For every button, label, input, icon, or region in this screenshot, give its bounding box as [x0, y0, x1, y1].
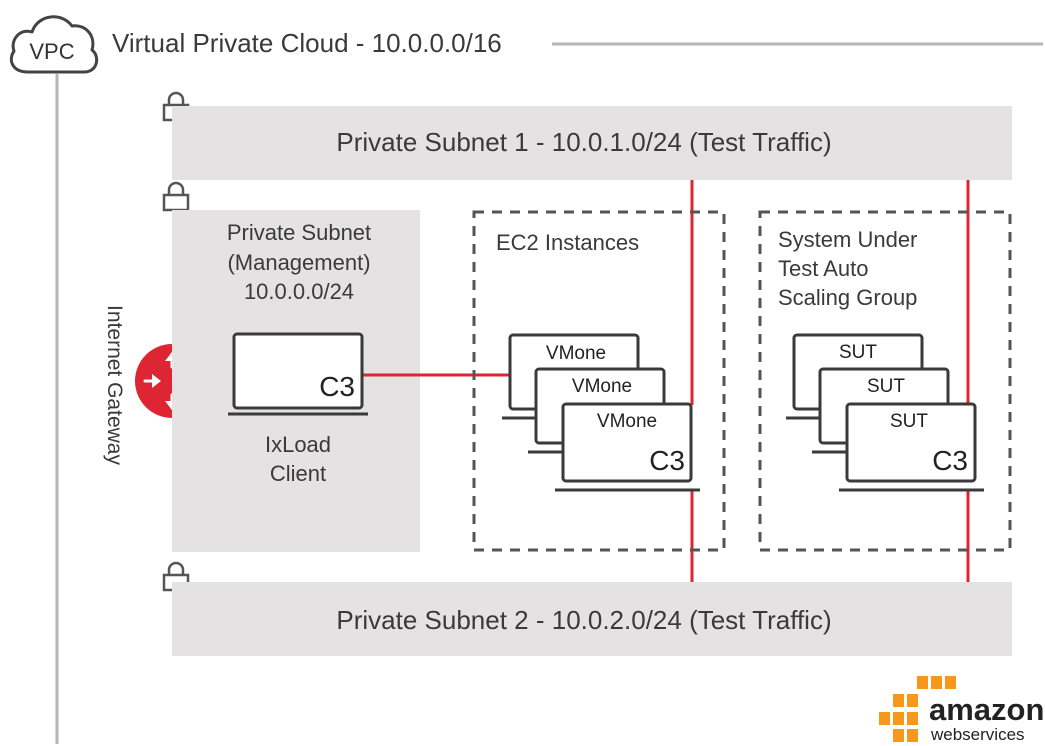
sut-group-title-line2: Test Auto	[778, 256, 869, 281]
lock-icon	[162, 181, 190, 212]
client-label-line1: IxLoad	[265, 432, 331, 457]
aws-logo-word: amazon	[929, 692, 1044, 727]
aws-logo: amazon webservices	[879, 676, 1044, 744]
vpc-badge-label: VPC	[29, 39, 74, 64]
laptop-icon: C3	[228, 332, 368, 416]
internet-gateway-label: Internet Gateway	[103, 305, 126, 465]
sut-auto-scaling-group	[758, 210, 1012, 552]
private-subnet-1	[172, 106, 1012, 180]
client-screen-label: C3	[319, 371, 355, 402]
private-subnet-2	[172, 582, 1012, 656]
private-subnet-2-label: Private Subnet 2 - 10.0.2.0/24 (Test Tra…	[336, 605, 831, 635]
sut-group-title-line3: Scaling Group	[778, 285, 917, 310]
vmone-screen-label: C3	[649, 445, 685, 476]
sut-label: SUT	[890, 411, 928, 432]
ec2-instances-group	[472, 210, 726, 552]
vpc-cloud-icon: VPC	[9, 15, 99, 74]
sut-group-title-line1: System Under	[778, 227, 917, 252]
sut-label: SUT	[839, 342, 877, 363]
vpc-title: Virtual Private Cloud - 10.0.0.0/16	[112, 28, 502, 58]
vmone-instance-3: VMone C3	[555, 402, 700, 492]
test-traffic-links	[362, 180, 970, 582]
management-subnet-label-line2: (Management)	[227, 250, 370, 275]
aws-cubes-icon	[879, 676, 956, 742]
private-subnet-1-label: Private Subnet 1 - 10.0.1.0/24 (Test Tra…	[336, 127, 831, 157]
management-subnet-label-line1: Private Subnet	[227, 220, 371, 245]
client-label-line2: Client	[270, 461, 326, 486]
sut-instance-3: SUT C3	[839, 402, 984, 492]
management-subnet-label-line3: 10.0.0.0/24	[244, 279, 354, 304]
vmone-label: VMone	[572, 376, 632, 397]
ec2-instances-title: EC2 Instances	[496, 230, 639, 255]
aws-logo-sub: webservices	[930, 725, 1025, 744]
sut-label: SUT	[867, 376, 905, 397]
vmone-label: VMone	[597, 411, 657, 432]
vmone-label: VMone	[546, 343, 606, 364]
sut-screen-label: C3	[932, 445, 968, 476]
